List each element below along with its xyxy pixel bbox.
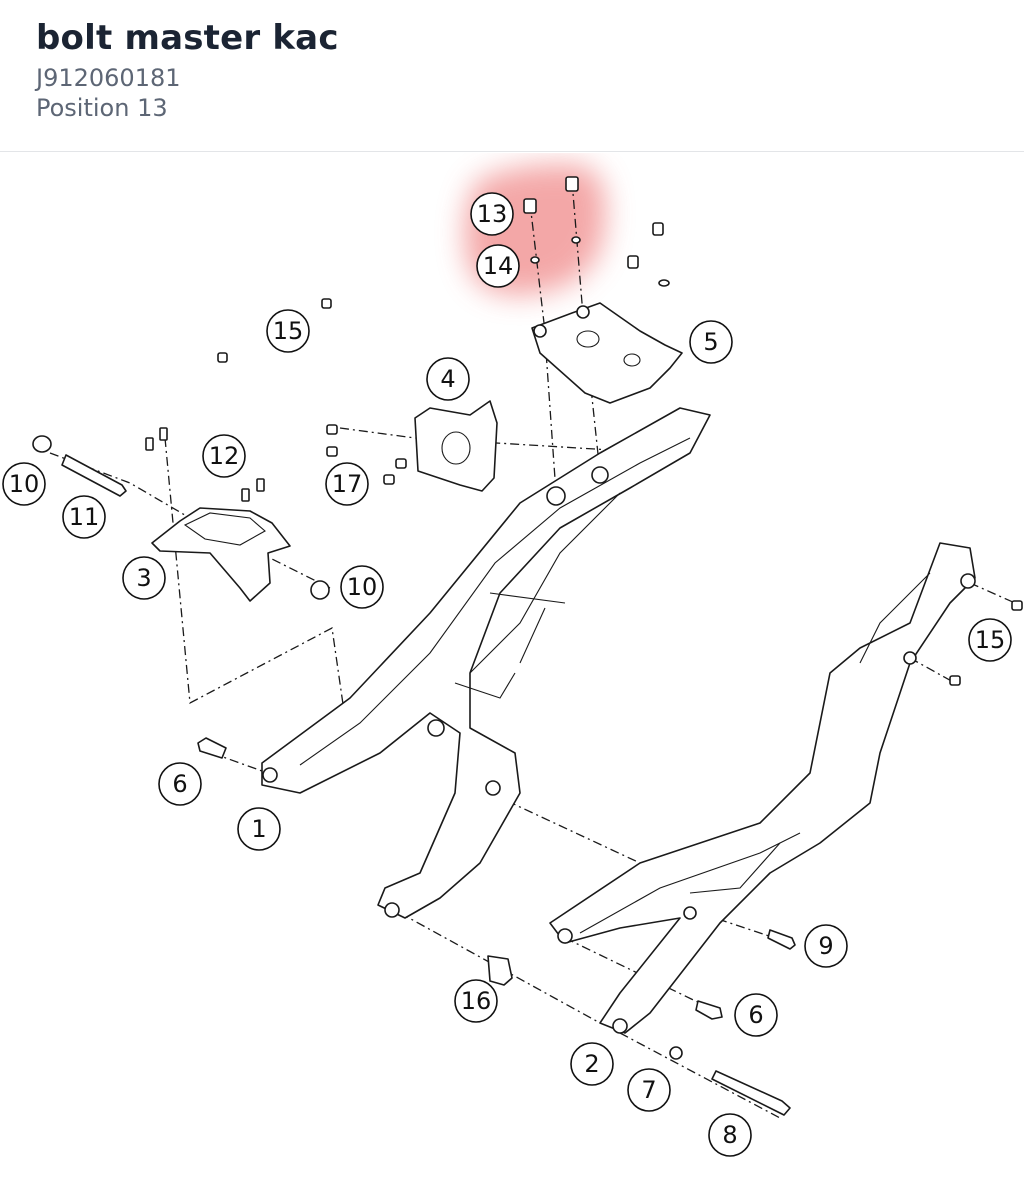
bolt-8 (711, 1070, 791, 1116)
callout-16[interactable]: 16 (454, 979, 498, 1023)
callout-10-right[interactable]: 10 (340, 565, 384, 609)
svg-text:17: 17 (332, 470, 363, 498)
fasteners (145, 222, 1023, 686)
callout-4[interactable]: 4 (426, 357, 470, 401)
frame-main (261, 407, 711, 919)
svg-text:1: 1 (251, 815, 266, 843)
svg-text:15: 15 (975, 626, 1006, 654)
svg-text:11: 11 (69, 503, 100, 531)
washer-7 (669, 1046, 683, 1060)
callout-10-left[interactable]: 10 (2, 462, 46, 506)
plate-5 (531, 302, 683, 404)
bracket-4 (414, 400, 498, 492)
svg-text:6: 6 (748, 1001, 763, 1029)
callout-11[interactable]: 11 (62, 495, 106, 539)
svg-text:12: 12 (209, 442, 240, 470)
callout-5[interactable]: 5 (689, 320, 733, 364)
callout-6-right[interactable]: 6 (734, 993, 778, 1037)
plug-10-right (310, 580, 330, 600)
bolt-9 (767, 929, 796, 950)
callout-15-left[interactable]: 15 (266, 309, 310, 353)
svg-text:16: 16 (461, 987, 492, 1015)
svg-text:6: 6 (172, 770, 187, 798)
pin-11 (61, 454, 127, 497)
svg-text:2: 2 (584, 1050, 599, 1078)
bracket-3 (151, 507, 291, 602)
callout-13[interactable]: 13 (470, 192, 514, 236)
callout-3[interactable]: 3 (122, 556, 166, 600)
svg-text:4: 4 (440, 365, 455, 393)
exploded-parts-diagram: 1 2 3 4 5 6 6 7 8 9 10 10 11 12 13 14 15… (2, 164, 1023, 1157)
callout-6-left[interactable]: 6 (158, 762, 202, 806)
svg-text:9: 9 (818, 932, 833, 960)
callout-15-right[interactable]: 15 (968, 618, 1012, 662)
svg-text:7: 7 (641, 1076, 656, 1104)
frame-sub (549, 542, 976, 1034)
callout-14[interactable]: 14 (476, 244, 520, 288)
callout-17[interactable]: 17 (325, 462, 369, 506)
part-number: J912060181 (36, 64, 181, 92)
svg-text:15: 15 (273, 317, 304, 345)
svg-text:10: 10 (347, 573, 378, 601)
svg-text:10: 10 (9, 470, 40, 498)
callout-7[interactable]: 7 (627, 1068, 671, 1112)
plug-10-left (32, 435, 52, 453)
bolt-6-left (197, 737, 227, 759)
bush-16 (487, 955, 513, 986)
part-position: Position 13 (36, 94, 168, 122)
part-header: bolt master kac J912060181 Position 13 (0, 0, 1024, 152)
part-title: bolt master kac (36, 18, 339, 58)
svg-text:14: 14 (483, 252, 514, 280)
bolt-6-right (695, 1000, 723, 1020)
svg-text:13: 13 (477, 200, 508, 228)
svg-text:3: 3 (136, 564, 151, 592)
callout-1[interactable]: 1 (237, 807, 281, 851)
svg-text:8: 8 (722, 1121, 737, 1149)
callout-12[interactable]: 12 (202, 434, 246, 478)
bolt-13-group (523, 176, 581, 264)
callout-2[interactable]: 2 (570, 1042, 614, 1086)
callout-8[interactable]: 8 (708, 1113, 752, 1157)
svg-text:5: 5 (703, 328, 718, 356)
callout-9[interactable]: 9 (804, 924, 848, 968)
